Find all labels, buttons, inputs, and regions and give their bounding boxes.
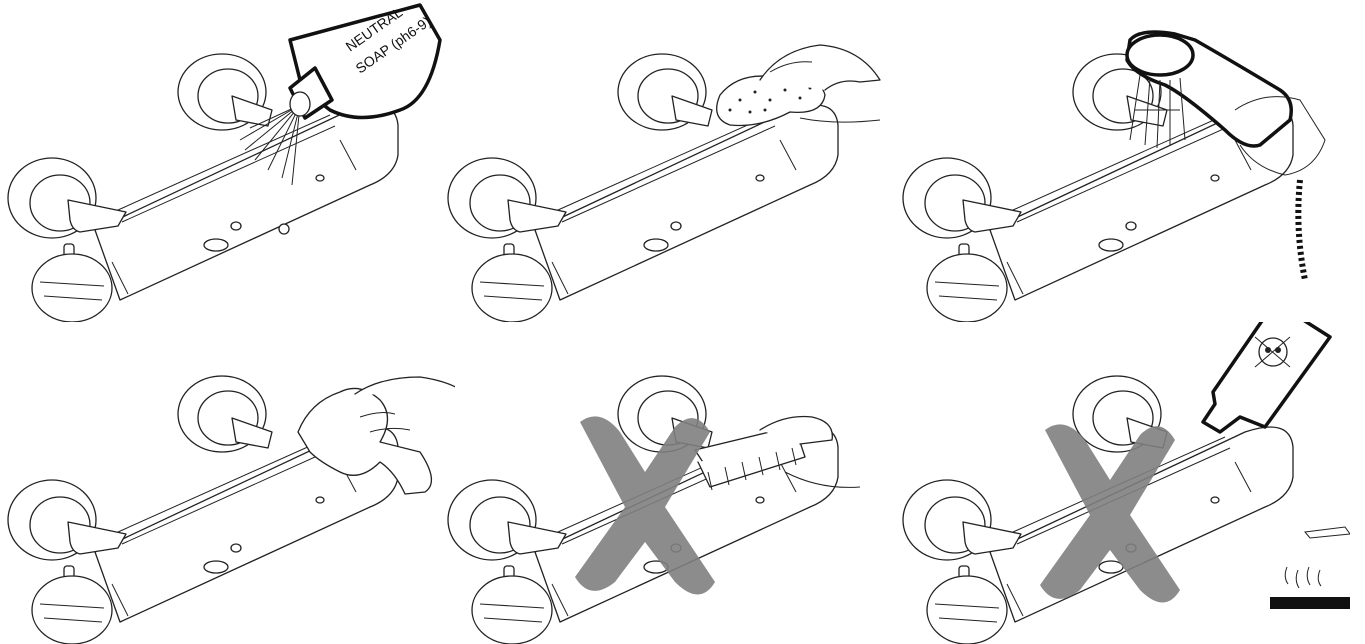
panel-no-chemicals [895, 322, 1350, 644]
panel-no-chemicals-drawing [902, 322, 1350, 644]
panel-rinse-shower-drawing [902, 30, 1326, 322]
panel-wipe-sponge [440, 0, 895, 322]
hand-shower-icon [1125, 30, 1326, 281]
poison-bottle-icon [1201, 322, 1332, 434]
panel-apply-soap: NEUTRAL SOAP (ph6-9) [0, 0, 455, 322]
panel-dry-cloth-drawing [7, 375, 455, 644]
cloth-hand-icon [297, 376, 455, 495]
soap-tube-icon: NEUTRAL SOAP (ph6-9) [288, 3, 442, 120]
panel-dry-cloth [0, 322, 455, 644]
panel-rinse-shower [895, 0, 1350, 322]
scrub-brush-icon [694, 415, 861, 491]
corrosion-hazard-icon [1270, 526, 1350, 609]
panel-no-brush-drawing [447, 375, 861, 644]
panel-no-brush [440, 322, 895, 644]
panel-wipe-sponge-drawing [447, 44, 881, 322]
water-jets [1129, 74, 1186, 149]
panel-apply-soap-drawing: NEUTRAL SOAP (ph6-9) [7, 3, 442, 322]
sponge-hand-icon [716, 44, 881, 127]
